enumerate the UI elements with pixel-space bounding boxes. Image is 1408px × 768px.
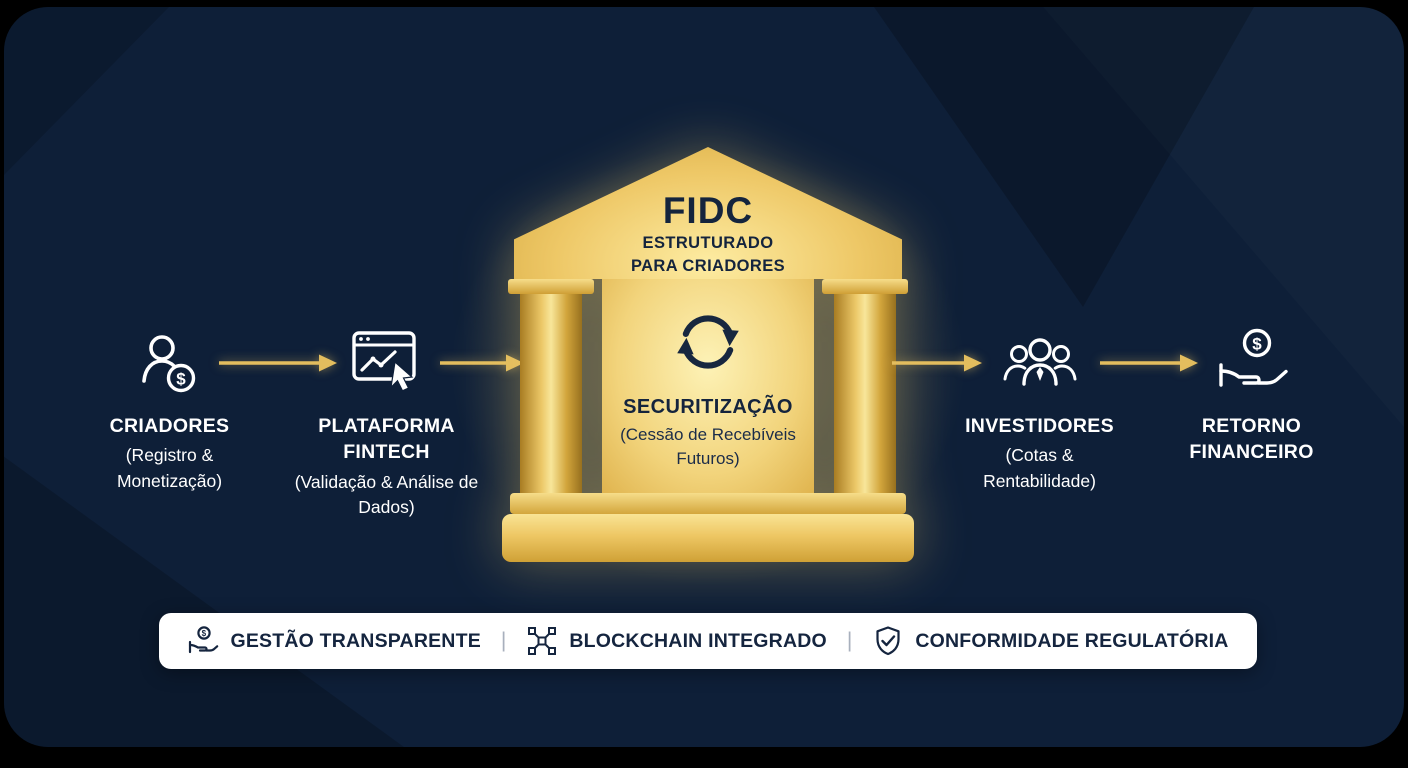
step-subtitle: (Cotas & Rentabilidade) <box>983 445 1096 491</box>
svg-text:$: $ <box>202 629 207 638</box>
investors-icon <box>999 325 1081 401</box>
building-body: SECURITIZAÇÃO (Cessão de Recebíveis Futu… <box>602 279 814 493</box>
building-subtitle-line2: PARA CRIADORES <box>630 257 786 276</box>
footer-label: GESTÃO TRANSPARENTE <box>230 629 481 652</box>
column-capital <box>822 279 908 294</box>
fidc-building: FIDC ESTRUTURADO PARA CRIADORES SECURITI… <box>502 147 914 565</box>
column-shaft <box>834 294 896 493</box>
building-subtitle-line1: ESTRUTURADO <box>642 234 774 252</box>
securitization-label: SECURITIZAÇÃO <box>623 396 793 418</box>
hand-coin-icon: $ <box>189 626 219 654</box>
cursor-icon <box>389 360 413 392</box>
building-title: FIDC <box>662 190 754 231</box>
footer-label: BLOCKCHAIN INTEGRADO <box>569 629 827 652</box>
footer-item-conformidade: CONFORMIDADE REGULATÓRIA <box>872 625 1228 657</box>
sync-arrows-icon <box>677 315 739 369</box>
footer-bar: $ GESTÃO TRANSPARENTE | <box>159 613 1257 669</box>
shield-check-icon <box>876 626 900 656</box>
footer-item-blockchain: BLOCKCHAIN INTEGRADO <box>526 625 827 657</box>
step-investidores: INVESTIDORES (Cotas & Rentabilidade) <box>932 325 1147 494</box>
svg-text:$: $ <box>176 370 186 389</box>
fintech-platform-icon <box>348 325 426 401</box>
backdrop-triangle <box>4 7 169 175</box>
flow-arrow-icon <box>438 350 526 381</box>
building-base-step <box>510 493 906 514</box>
step-title: RETORNO FINANCEIRO <box>1189 415 1314 464</box>
step-title: PLATAFORMA FINTECH <box>318 415 455 464</box>
securitization-sublabel: (Cessão de Recebíveis Futuros) <box>620 425 796 468</box>
footer-separator: | <box>846 629 853 652</box>
hand-coin-icon: $ <box>1213 325 1291 401</box>
step-plataforma-fintech: PLATAFORMA FINTECH (Validação & Análise … <box>279 325 494 520</box>
creator-dollar-icon: $ <box>133 325 207 401</box>
flow-arrow-icon <box>890 350 984 381</box>
flow-arrow-icon <box>217 350 339 381</box>
building-pediment: FIDC ESTRUTURADO PARA CRIADORES <box>514 147 902 279</box>
step-subtitle: (Registro & Monetização) <box>116 445 223 491</box>
flow-arrow-icon <box>1098 350 1200 381</box>
step-retorno-financeiro: $ RETORNO FINANCEIRO <box>1144 325 1359 466</box>
step-title: CRIADORES <box>109 415 230 437</box>
footer-item-gestao: $ GESTÃO TRANSPARENTE <box>187 625 481 657</box>
column-capital <box>508 279 594 294</box>
footer-separator: | <box>500 629 507 652</box>
footer-label: CONFORMIDADE REGULATÓRIA <box>915 629 1229 652</box>
column-shaft <box>520 294 582 493</box>
infographic-panel: $ CRIADORES (Registro & Monetização) <box>4 7 1404 747</box>
step-subtitle: (Validação & Análise de Dados) <box>294 471 479 517</box>
building-base <box>502 514 914 562</box>
step-criadores: $ CRIADORES (Registro & Monetização) <box>62 325 277 494</box>
svg-text:$: $ <box>1252 335 1262 354</box>
step-title: INVESTIDORES <box>965 415 1114 437</box>
blockchain-icon <box>528 627 557 655</box>
